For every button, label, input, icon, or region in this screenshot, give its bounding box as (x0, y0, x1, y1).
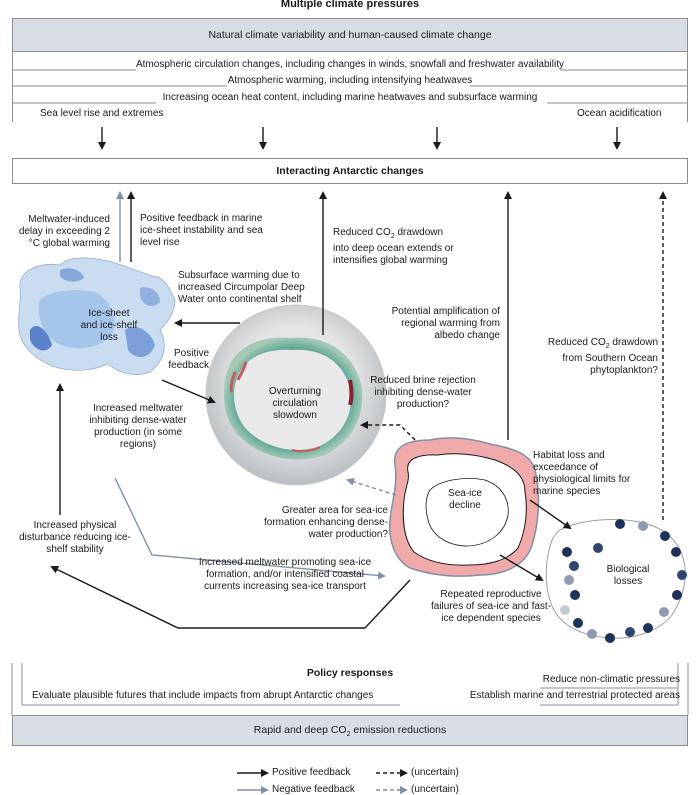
ice-sheet-label: Ice-sheet and ice-shelf loss (80, 308, 138, 343)
legend-negative-label: Negative feedback (272, 784, 355, 795)
meltwater-inhibit-label: Increased meltwater inhibiting dense-wat… (89, 403, 187, 450)
pressure-line-2: Atmospheric warming, including intensify… (227, 75, 473, 86)
physical-label: Increased physical disturbance reducing … (19, 520, 131, 555)
pressures-top-text: Natural climate variability and human-ca… (208, 29, 492, 41)
co2-deep-text-post: drawdown (394, 227, 444, 238)
legend-uncertain-2: (uncertain) (411, 784, 459, 795)
page-title: Multiple climate pressures (280, 0, 420, 10)
habitat-label: Habitat loss and exceedance of physiolog… (533, 450, 631, 497)
emission-text-post: emission reductions (350, 724, 447, 736)
albedo-label: Potential amplification of regional warm… (391, 306, 500, 341)
phyto-label: Reduced CO2 drawdown from Southern Ocean… (536, 337, 658, 377)
habitat-arrow (529, 499, 572, 530)
emission-text-pre: Rapid and deep CO (253, 724, 347, 736)
pressures-list-box (12, 52, 688, 122)
meltwater-delay-label: Meltwater-induced delay in exceeding 2 °… (18, 214, 110, 249)
policy-title: Policy responses (306, 667, 394, 679)
emission-box (12, 715, 688, 746)
pressure-line-1: Atmospheric circulation changes, includi… (135, 59, 564, 70)
brine-label: Reduced brine rejection inhibiting dense… (370, 375, 476, 410)
co2-deep-text-rest: into deep ocean extends or intensifies g… (333, 243, 454, 266)
policy-left-text: Evaluate plausible futures that include … (32, 690, 374, 701)
biological-label: Biological losses (606, 564, 650, 587)
ice-sheet-map (18, 257, 176, 375)
physical-disturbance-arrow (50, 566, 411, 629)
pressures-header-box (12, 18, 688, 52)
policy-frame (11, 663, 689, 715)
pressure-line-3: Increasing ocean heat content, including… (162, 92, 538, 103)
interacting-box (12, 158, 688, 184)
meltwater-promote-arrow (114, 477, 386, 580)
meltwater-promote-label: Increased meltwater promoting sea-ice fo… (198, 557, 372, 592)
emission-sub: 2 (346, 731, 351, 739)
brine-arrow (360, 421, 416, 441)
marine-instability-label: Positive feedback in marine ice-sheet in… (140, 213, 263, 248)
policy-right2-text: Establish marine and terrestrial protect… (469, 690, 680, 701)
policy-right1-text: Reduce non-climatic pressures (542, 674, 680, 685)
ocean-acid-label: Ocean acidification (577, 108, 662, 119)
sea-level-label: Sea level rise and extremes (40, 108, 164, 119)
overturning-label: Overturning circulation slowdown (268, 386, 322, 421)
reproductive-label: Repeated reproductive failures of sea-ic… (430, 589, 552, 624)
overturning-globe (205, 304, 387, 486)
species-dots (560, 519, 687, 643)
phyto-text-rest: from Southern Ocean phytoplankton? (562, 353, 658, 376)
co2-deep-sub: 2 (390, 233, 395, 240)
co2-deep-text-pre: Reduced CO (333, 227, 391, 238)
phyto-text-pre: Reduced CO (547, 337, 606, 348)
legend-positive-label: Positive feedback (272, 767, 351, 778)
positive-feedback-arrow (161, 379, 216, 404)
greater-area-label: Greater area for sea-ice formation enhan… (264, 505, 388, 540)
reproductive-arrow (499, 554, 544, 582)
biological-map (545, 519, 686, 639)
legend (237, 769, 408, 794)
sea-ice-map (388, 437, 540, 577)
positive-feedback-label: Positive feedback (168, 348, 209, 371)
interacting-title: Interacting Antarctic changes (276, 165, 424, 177)
sea-ice-label: Sea-ice decline (448, 488, 482, 511)
greater-area-arrow (346, 477, 397, 496)
phyto-text-post: drawdown (609, 337, 658, 348)
legend-uncertain-1: (uncertain) (411, 767, 459, 778)
subsurface-label: Subsurface warming due to increased Circ… (178, 270, 305, 305)
emission-text: Rapid and deep CO2 emission reductions (12, 724, 688, 738)
phyto-sub: 2 (605, 343, 610, 350)
co2-deep-label: Reduced CO2 drawdown into deep ocean ext… (333, 227, 473, 267)
